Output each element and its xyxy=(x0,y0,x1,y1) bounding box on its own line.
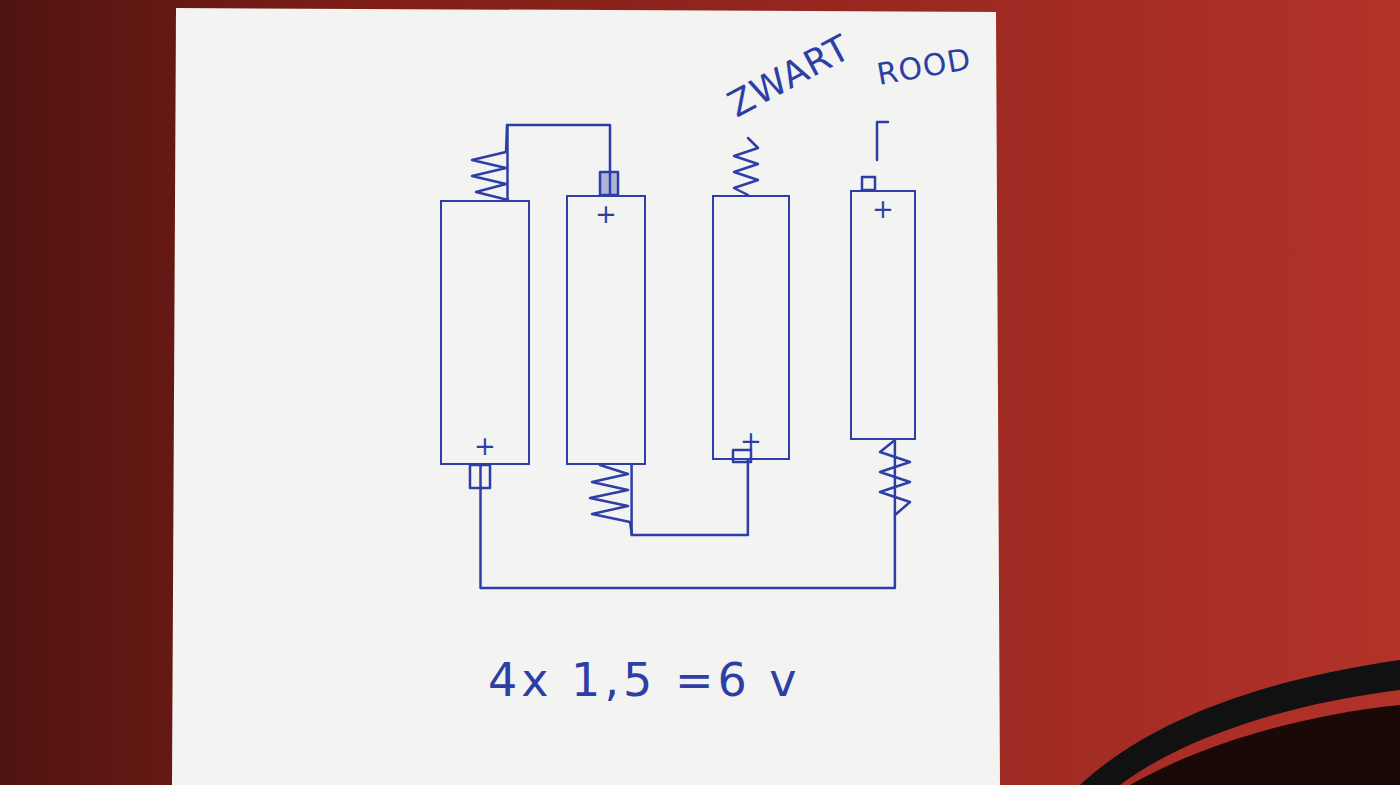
connecting-wire xyxy=(632,460,748,535)
polarity-mark: + xyxy=(740,428,762,454)
connecting-wire xyxy=(481,440,895,588)
red-lead-wire xyxy=(877,122,888,160)
battery-cell: + xyxy=(566,195,646,465)
plus-terminal xyxy=(862,177,875,190)
polarity-mark: + xyxy=(474,433,496,459)
polarity-mark: + xyxy=(595,201,617,227)
spring-contact xyxy=(590,465,632,535)
battery-cell: + xyxy=(440,200,530,465)
polarity-mark: + xyxy=(872,196,894,222)
battery-cell: + xyxy=(712,195,790,460)
connecting-wire xyxy=(508,125,611,200)
shadow xyxy=(1130,705,1400,785)
paper-sheet xyxy=(172,8,1000,785)
voltage-note: 4x 1,5 =6 v xyxy=(488,655,801,706)
cable-shadow xyxy=(1080,660,1400,785)
spring-contact xyxy=(734,138,758,195)
spring-contact xyxy=(472,125,508,200)
battery-cell: + xyxy=(850,190,916,440)
